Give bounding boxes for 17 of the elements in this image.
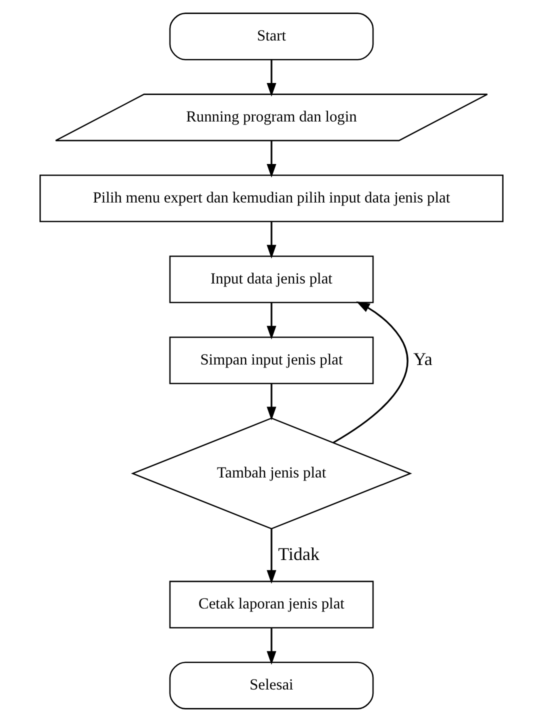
arrow <box>266 222 276 259</box>
node-box: Start <box>169 12 374 60</box>
arrow <box>333 301 408 444</box>
node-diamond: Tambah jenis plat <box>130 418 412 530</box>
edge-label: Tidak <box>278 544 320 564</box>
node-box: Input data jenis plat <box>169 256 374 304</box>
node-box: Simpan input jenis plat <box>169 336 374 384</box>
edge-label: Ya <box>413 349 432 370</box>
arrow <box>266 140 276 178</box>
node-box: Pilih menu expert dan kemudian pilih input data jenis plat <box>40 174 504 222</box>
arrow <box>266 60 276 97</box>
arrow <box>266 384 276 420</box>
arrow <box>266 528 276 584</box>
arrow <box>266 628 276 665</box>
arrow <box>266 302 276 340</box>
node-box: Cetak laporan jenis plat <box>169 580 374 628</box>
node-box: Selesai <box>169 662 374 710</box>
